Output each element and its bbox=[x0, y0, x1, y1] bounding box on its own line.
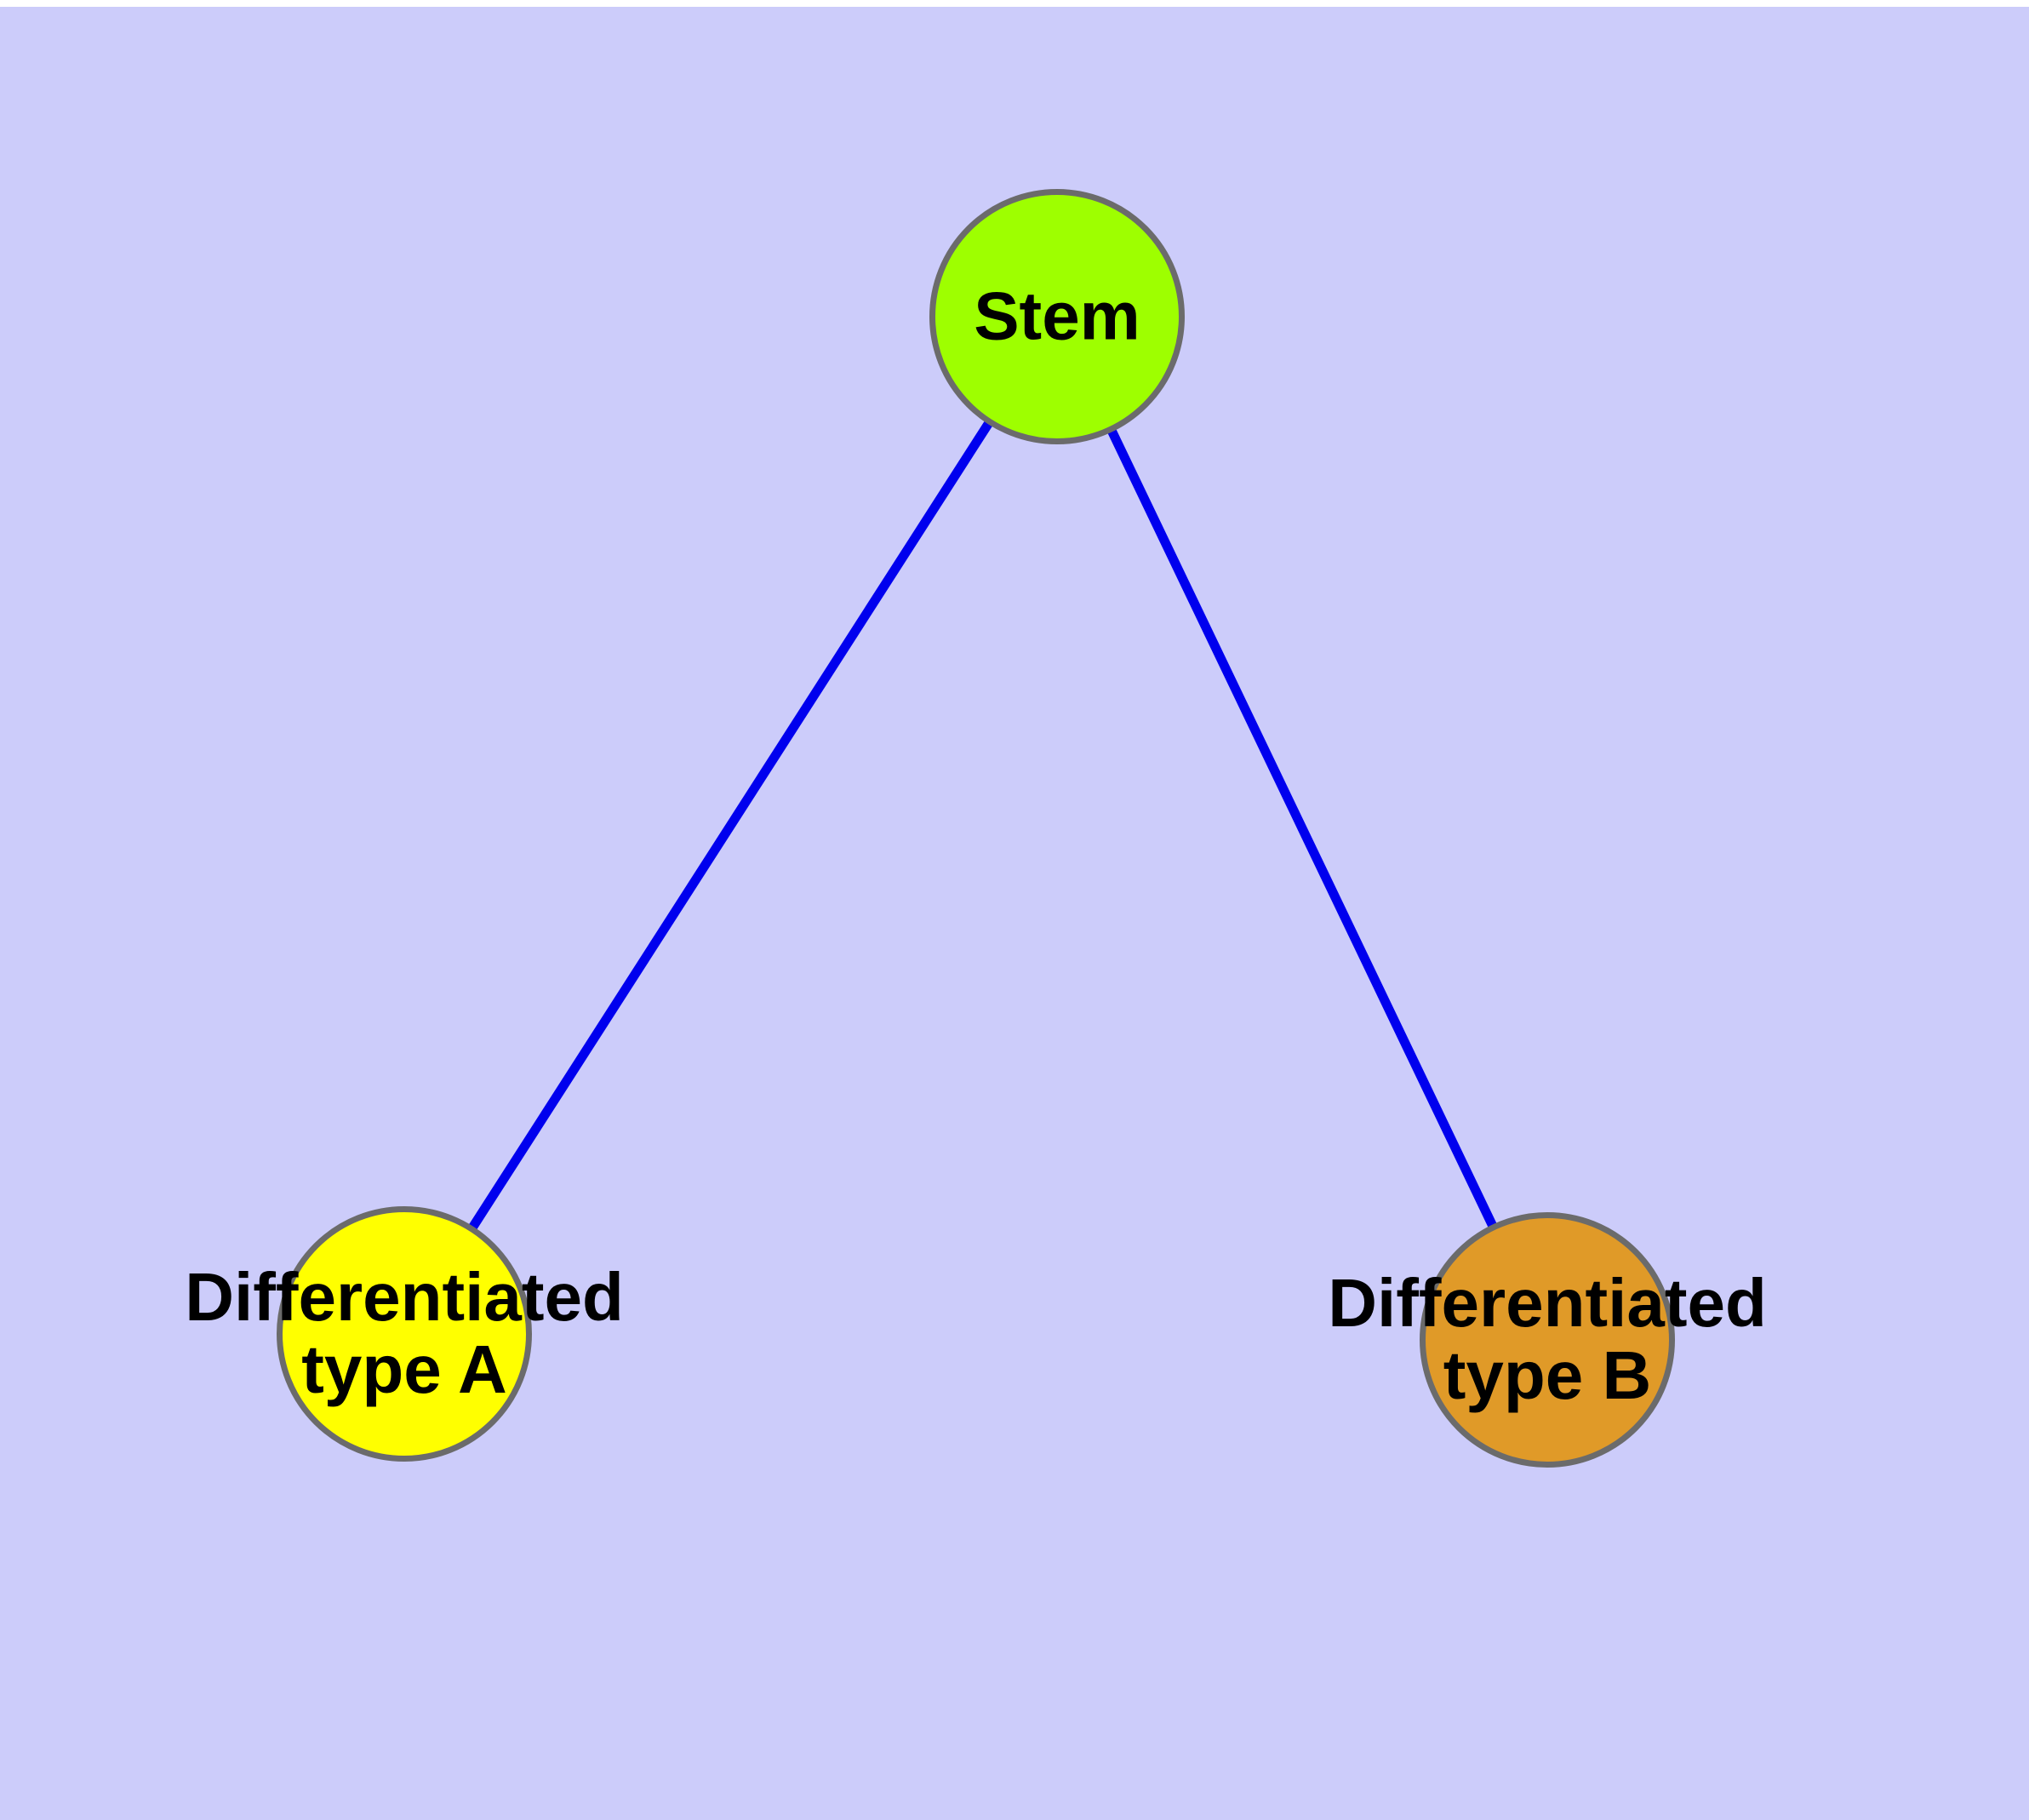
edge-layer bbox=[467, 418, 1498, 1233]
edge-stem-diff-b[interactable] bbox=[1106, 426, 1498, 1230]
node-layer bbox=[277, 189, 1675, 1468]
edge-stem-diff-a[interactable] bbox=[467, 418, 994, 1233]
node-stem[interactable] bbox=[929, 189, 1185, 444]
node-diff_a[interactable] bbox=[277, 1206, 532, 1462]
node-diff_b[interactable] bbox=[1420, 1212, 1675, 1468]
